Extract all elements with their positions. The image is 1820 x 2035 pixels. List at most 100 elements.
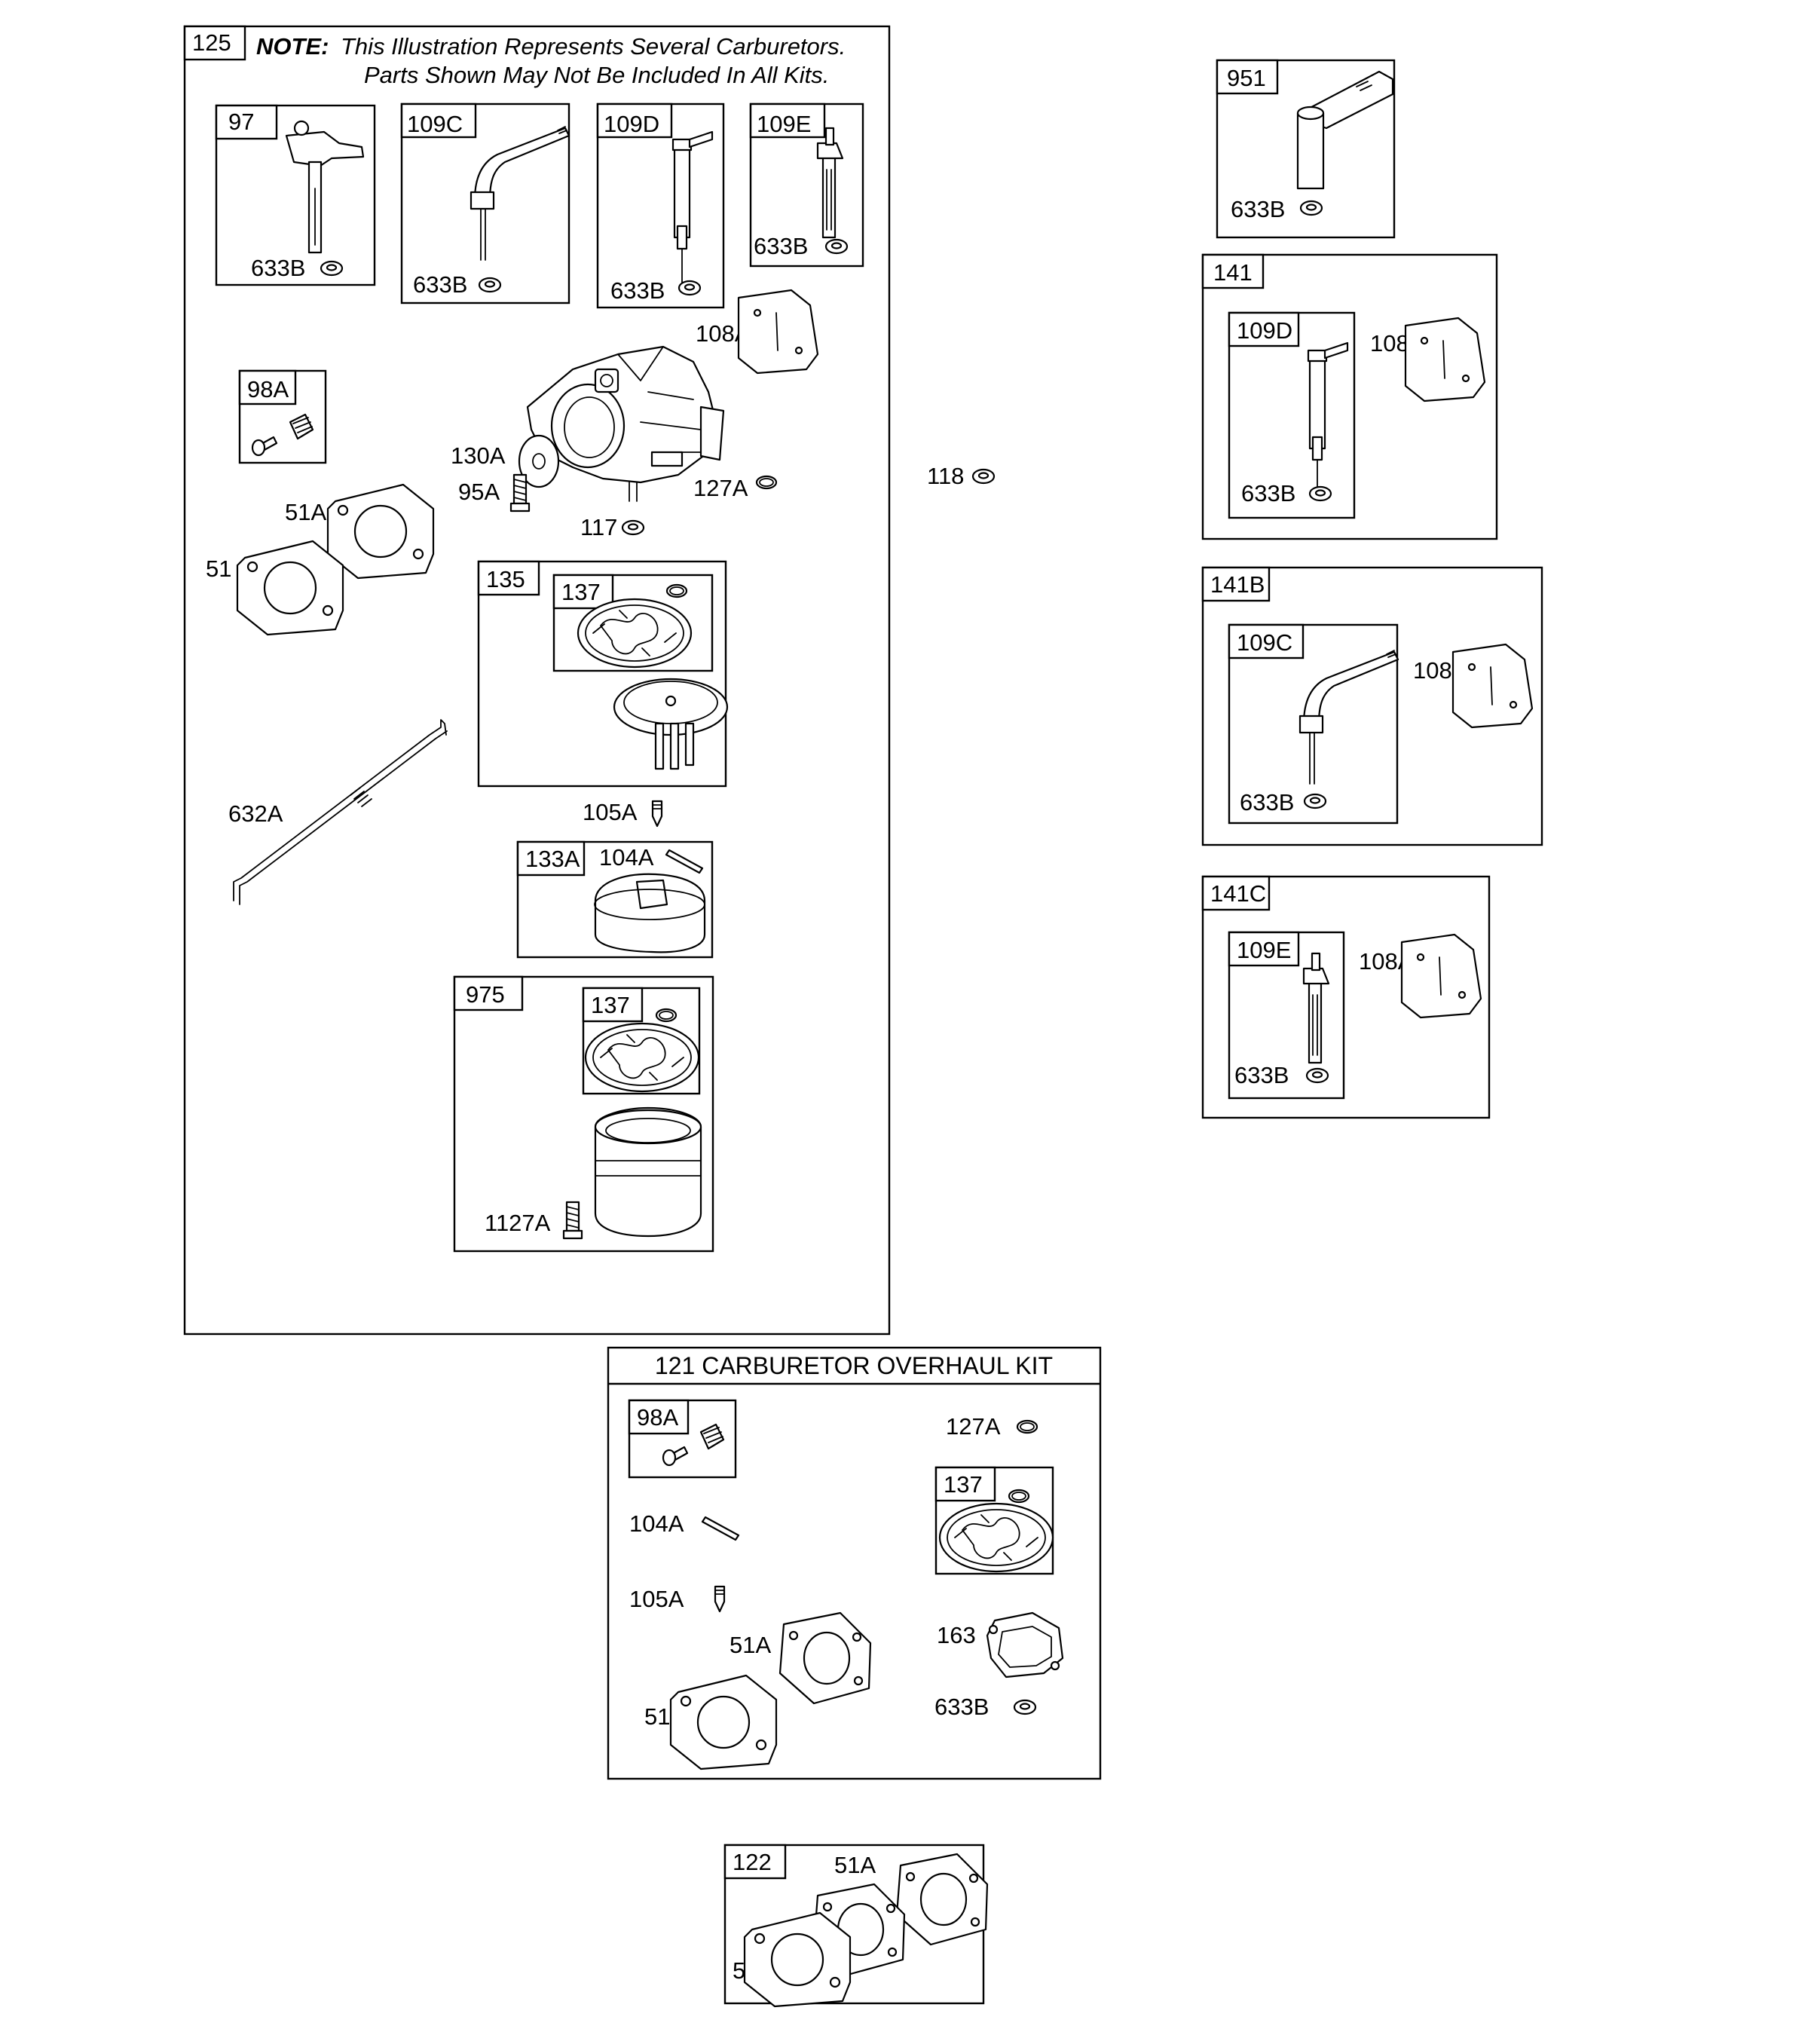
label-633b-109e: 633B xyxy=(754,233,808,259)
sub-975-border xyxy=(453,975,714,1253)
gasket-163-icon xyxy=(986,1611,1064,1678)
label-118: 118 xyxy=(927,463,964,489)
oring-icon xyxy=(665,583,688,598)
screw-spring-98a-icon xyxy=(251,413,314,457)
kit-141-number: 141 xyxy=(1213,259,1253,286)
washer-icon xyxy=(1305,1067,1329,1084)
washer-icon xyxy=(1303,793,1327,809)
plate-108a-icon xyxy=(1400,933,1482,1019)
washer-icon xyxy=(320,260,344,277)
sub-133a-border xyxy=(516,840,714,959)
shaft-109d-icon xyxy=(671,130,714,284)
kit-125-note-line2: Parts Shown May Not Be Included In All K… xyxy=(364,62,829,88)
pin-104a-icon xyxy=(665,849,704,874)
diaphragm-137-icon xyxy=(938,1502,1054,1573)
sub-97-border xyxy=(215,104,376,286)
kit-141c-tag xyxy=(1201,875,1271,911)
label-632a: 632A xyxy=(228,800,283,827)
kit-141b-border xyxy=(1201,566,1543,846)
kit-141c-number: 141C xyxy=(1210,880,1266,907)
sub-135-border xyxy=(477,560,727,788)
kit-125-border xyxy=(183,25,891,1336)
kit-125-group: 125 NOTE: This Illustration Represents S… xyxy=(183,25,891,1336)
sub-137b-tag xyxy=(582,987,644,1023)
diaphragm-137-icon xyxy=(584,1022,700,1093)
sub-109d-number: 109D xyxy=(604,111,659,137)
pin-104a-icon xyxy=(701,1516,740,1541)
washer-icon xyxy=(478,277,502,293)
kit-141-border xyxy=(1201,253,1498,540)
kit-141-sub-number: 109D xyxy=(1237,317,1292,344)
label-633b-141: 633B xyxy=(1241,480,1295,506)
sub-109e-number: 109E xyxy=(757,111,811,137)
governor-link-632a-icon xyxy=(233,719,448,905)
kit-951-tag xyxy=(1216,59,1279,95)
lever-109c-icon xyxy=(470,125,570,262)
kit-141b-number: 141B xyxy=(1210,571,1265,598)
kit-122-label-51a: 51A xyxy=(834,1852,876,1878)
washer-icon xyxy=(824,238,849,255)
label-104a: 104A xyxy=(599,844,654,871)
kit-141c-group: 141C 109E 633B 108A xyxy=(1201,875,1491,1119)
needle-105a-icon xyxy=(651,800,663,828)
kit-141-group: 141 109D 633B 108A xyxy=(1201,253,1498,540)
sub-975-number: 975 xyxy=(466,981,505,1008)
kit-121-label-51: 51 xyxy=(644,1703,670,1730)
sub-97-tag xyxy=(215,104,278,140)
plug-117-icon xyxy=(621,519,645,536)
oring-127a-icon xyxy=(755,475,778,490)
label-95a: 95A xyxy=(458,479,500,505)
kit-122-tag xyxy=(723,1844,787,1880)
needle-105a-icon xyxy=(714,1585,726,1613)
sub-97-number: 97 xyxy=(228,109,254,135)
washer-icon xyxy=(1013,1699,1037,1715)
kit-141-tag xyxy=(1201,253,1265,289)
float-bowl-975-icon xyxy=(594,1106,702,1238)
kit-121-label-127a: 127A xyxy=(946,1413,1001,1440)
kit-121-title: 121 CARBURETOR OVERHAUL KIT xyxy=(655,1352,1053,1379)
gasket-51a-icon xyxy=(326,483,435,580)
kit-141-sub-tag xyxy=(1228,311,1300,347)
sub-109e-tag xyxy=(749,103,826,139)
kit-121-label-105a: 105A xyxy=(629,1586,684,1612)
gasket-51a-icon xyxy=(778,1611,872,1705)
sub-975-tag xyxy=(453,975,524,1011)
sub-109d-tag xyxy=(596,103,673,139)
oring-127a-icon xyxy=(1016,1419,1038,1434)
diaphragm-137-icon xyxy=(577,598,693,669)
kit-122-number: 122 xyxy=(733,1849,772,1875)
washer-icon xyxy=(678,280,702,296)
sub-135-number: 135 xyxy=(486,566,525,592)
kit-121-border xyxy=(607,1346,1102,1780)
screw-95a-icon xyxy=(509,473,531,513)
kit-951-number: 951 xyxy=(1227,65,1266,91)
label-633b-141b: 633B xyxy=(1240,789,1294,816)
kit-121-label-633b: 633B xyxy=(934,1694,989,1720)
sub-137-tag xyxy=(552,574,614,610)
oring-icon xyxy=(655,1008,678,1023)
choke-lever-951-icon xyxy=(1296,70,1394,190)
sub-133a-tag xyxy=(516,840,586,877)
shaft-109d-icon xyxy=(1307,341,1349,495)
label-633b-109d: 633B xyxy=(610,277,665,304)
sub-109c-number: 109C xyxy=(407,111,463,137)
sub-135-tag xyxy=(477,560,540,596)
sub-133a-number: 133A xyxy=(525,846,580,872)
label-633b-97: 633B xyxy=(251,255,305,281)
label-127a: 127A xyxy=(693,475,748,501)
kit-141c-sub-tag xyxy=(1228,931,1300,967)
oring-icon xyxy=(1008,1489,1030,1504)
screw-1127a-icon xyxy=(562,1201,583,1240)
gasket-51-icon xyxy=(743,1911,852,2008)
label-633b-951: 633B xyxy=(1231,196,1285,222)
gasket-51-icon xyxy=(236,540,344,636)
sub-98a-tag xyxy=(238,369,297,405)
gasket-51a-icon xyxy=(895,1853,989,1946)
kit-121-label-104a: 104A xyxy=(629,1510,684,1537)
washer-icon xyxy=(1299,200,1323,216)
kit-141b-sub-border xyxy=(1228,623,1399,825)
kit-141b-sub-tag xyxy=(1228,623,1305,659)
throttle-shaft-97-icon xyxy=(285,120,365,254)
kit-951-group: 951 633B xyxy=(1216,59,1396,239)
